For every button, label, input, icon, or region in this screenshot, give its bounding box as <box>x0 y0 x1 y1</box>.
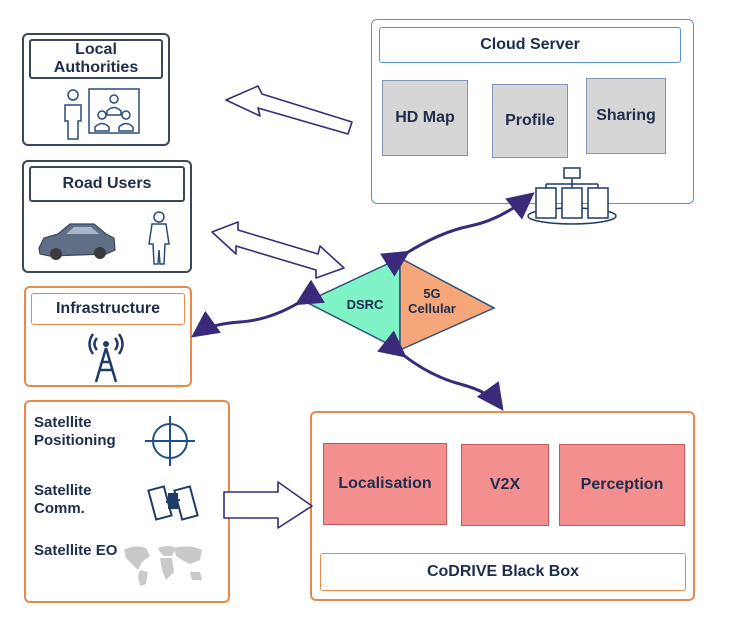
codrive-black-box-title: CoDRIVE Black Box <box>320 553 686 591</box>
local-authorities-title: Local Authorities <box>29 39 163 79</box>
satellite-positioning-label: Satellite Positioning <box>34 414 116 449</box>
codrive-black-box-panel: Localisation V2X Perception CoDRIVE Blac… <box>310 411 695 601</box>
satellite-panel: Satellite Positioning Satellite Comm. Sa… <box>24 400 230 603</box>
satellite-comm-label: Satellite Comm. <box>34 482 92 517</box>
people-presentation-icon <box>64 88 140 140</box>
hd-map-module: HD Map <box>382 80 468 156</box>
pedestrian-icon <box>148 211 170 265</box>
local-authorities-panel: Local Authorities <box>22 33 170 146</box>
satellite-icon <box>147 485 199 521</box>
v2x-module: V2X <box>461 444 549 526</box>
satellite-eo-label: Satellite EO <box>34 542 118 559</box>
to-local-authorities-arrow <box>225 85 353 135</box>
cellular-label: 5G Cellular <box>408 286 456 316</box>
localisation-module: Localisation <box>323 443 447 525</box>
cell-tower-icon <box>88 333 124 383</box>
world-map-icon <box>124 546 202 586</box>
perception-module: Perception <box>559 444 685 526</box>
infrastructure-title: Infrastructure <box>31 293 185 325</box>
profile-module: Profile <box>492 84 568 158</box>
cloud-server-title: Cloud Server <box>379 27 681 63</box>
infrastructure-panel: Infrastructure <box>24 286 192 387</box>
hub-to-blackbox-arrow <box>377 330 504 411</box>
crosshair-icon <box>145 416 195 466</box>
cloud-server-panel: Cloud Server HD Map Profile Sharing <box>371 19 694 225</box>
hub-to-cloud-arrow <box>380 192 535 277</box>
car-icon <box>38 223 116 260</box>
road-users-panel: Road Users <box>22 160 192 273</box>
road-users-title: Road Users <box>29 166 185 202</box>
hub-to-infrastructure-arrow <box>191 279 325 338</box>
dsrc-label: DSRC <box>346 297 384 312</box>
satellite-to-blackbox-arrow <box>223 481 313 529</box>
road-users-bidirectional-arrow <box>211 221 345 279</box>
cellular-triangle <box>399 256 496 352</box>
server-cluster-icon <box>527 167 617 225</box>
sharing-module: Sharing <box>586 78 666 154</box>
